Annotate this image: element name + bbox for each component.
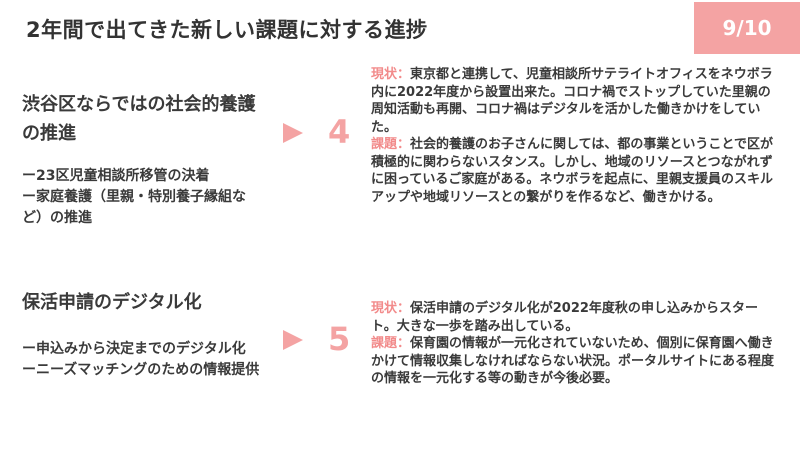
page-title: 2年間で出てきた新しい課題に対する進捗 — [26, 18, 428, 42]
issue-text: 社会的養護のお子さんに関しては、都の事業ということで区が積極的に関わらないスタン… — [371, 137, 773, 205]
progress-score: 4 — [328, 113, 351, 151]
topic-block: 渋谷区ならではの社会的養護の推進 ー23区児童相談所移管の決着 ー家庭養護（里親… — [22, 90, 262, 229]
arrow-right-icon — [283, 123, 303, 143]
topic-block: 保活申請のデジタル化 ー申込みから決定までのデジタル化 ーニーズマッチングのため… — [22, 288, 262, 381]
topic-point: ー23区児童相談所移管の決着 — [22, 168, 210, 184]
progress-description: 現状：東京都と連携して、児童相談所サテライトオフィスをネウボラ内に2022年度か… — [371, 66, 783, 206]
issue-text: 保育園の情報が一元化されていないため、個別に保育園へ働きかけて情報収集しなければ… — [371, 336, 775, 386]
status-text: 東京都と連携して、児童相談所サテライトオフィスをネウボラ内に2022年度から設置… — [371, 67, 773, 135]
status-text: 保活申請のデジタル化が2022年度秋の申し込みからスタート。大きな一歩を踏み出し… — [371, 301, 758, 334]
topic-point: ー家庭養護（里親・特別養子縁組など）の推進 — [22, 189, 246, 226]
topic-title: 保活申請のデジタル化 — [22, 292, 202, 313]
topic-point: ー申込みから決定までのデジタル化 — [22, 341, 246, 357]
progress-score: 5 — [328, 320, 351, 358]
issue-label: 課題： — [371, 336, 411, 351]
issue-label: 課題： — [371, 137, 411, 152]
topic-point: ーニーズマッチングのための情報提供 — [22, 362, 260, 378]
topic-points: ー申込みから決定までのデジタル化 ーニーズマッチングのための情報提供 — [22, 339, 262, 381]
page-indicator-badge: 9/10 — [694, 2, 800, 54]
progress-description: 現状：保活申請のデジタル化が2022年度秋の申し込みからスタート。大きな一歩を踏… — [371, 300, 783, 388]
status-label: 現状： — [371, 67, 411, 82]
status-label: 現状： — [371, 301, 411, 316]
arrow-right-icon — [283, 330, 303, 350]
topic-points: ー23区児童相談所移管の決着 ー家庭養護（里親・特別養子縁組など）の推進 — [22, 166, 262, 229]
topic-title: 渋谷区ならではの社会的養護の推進 — [22, 94, 256, 144]
